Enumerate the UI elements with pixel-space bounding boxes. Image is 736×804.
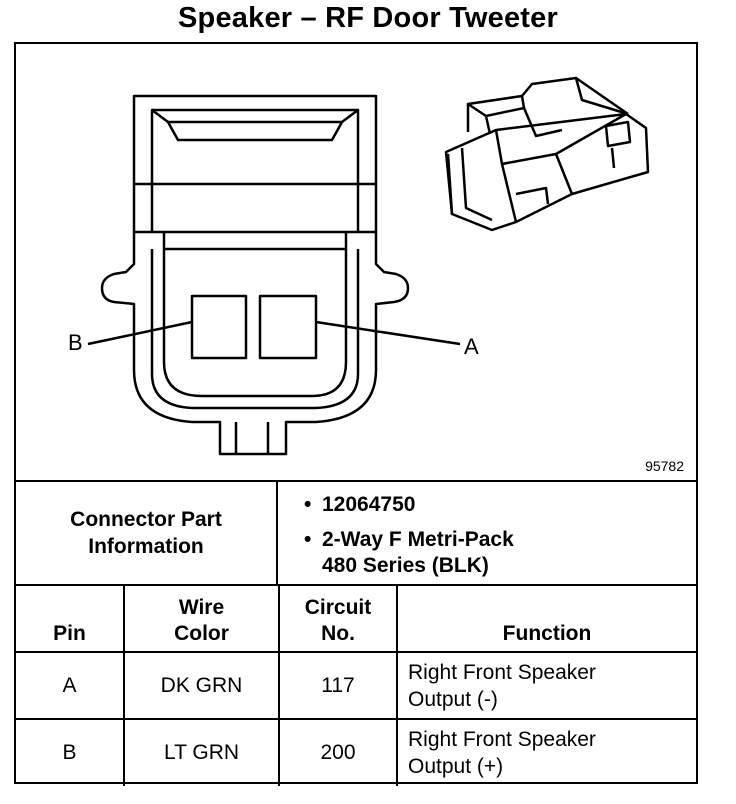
table-row: A DK GRN 117 Right Front Speaker Output … xyxy=(16,651,696,720)
connector-info-values: • 12064750 • 2-Way F Metri-Pack 480 Seri… xyxy=(278,482,696,584)
pin-callout-a: A xyxy=(464,334,479,359)
leader-line-a xyxy=(315,320,461,346)
connector-info-label: Connector Part Information xyxy=(16,482,278,584)
terminal-a xyxy=(258,294,318,360)
pin-callout-b: B xyxy=(68,330,83,355)
wire-color-cell: LT GRN xyxy=(123,718,280,786)
bullet-icon: • xyxy=(304,493,312,516)
header-pin: Pin xyxy=(16,586,125,653)
leader-line-b xyxy=(87,320,193,346)
connector-info-label-line2: Information xyxy=(88,535,204,558)
connector-face-drawing xyxy=(87,76,650,456)
connector-info-table: Connector Part Information • 12064750 • … xyxy=(16,480,696,584)
circuit-cell: 200 xyxy=(278,718,398,786)
header-circuit-no: Circuit No. xyxy=(278,586,398,653)
pin-table: Pin Wire Color Circuit No. Function A DK… xyxy=(16,584,696,786)
connector-type-line1: 2-Way F Metri-Pack xyxy=(322,528,514,551)
pin-cell: A xyxy=(16,651,125,720)
figure-number: 95782 xyxy=(645,458,684,474)
connector-diagram: B A 95782 xyxy=(16,44,696,480)
function-cell: Right Front Speaker Output (-) xyxy=(396,651,696,720)
connector-housing-outline xyxy=(100,94,410,456)
table-row: B LT GRN 200 Right Front Speaker Output … xyxy=(16,718,696,786)
connector-isometric-sketch xyxy=(444,76,650,232)
header-function: Function xyxy=(396,586,696,653)
header-wire-color: Wire Color xyxy=(123,586,280,653)
inner-cavity xyxy=(162,249,348,398)
wire-color-cell: DK GRN xyxy=(123,651,280,720)
connector-type: • 2-Way F Metri-Pack xyxy=(304,527,514,553)
pin-cell: B xyxy=(16,718,125,786)
pin-table-header: Pin Wire Color Circuit No. Function xyxy=(16,586,696,653)
part-number-text: 12064750 xyxy=(322,493,416,516)
connector-info-label-line1: Connector Part xyxy=(70,508,222,531)
circuit-cell: 117 xyxy=(278,651,398,720)
bullet-icon: • xyxy=(304,528,312,551)
connector-sheet: B A 95782 Connector Part Information • 1… xyxy=(14,42,698,786)
latch-inner xyxy=(166,120,344,142)
connector-series: 480 Series (BLK) xyxy=(322,553,489,579)
connector-part-number: • 12064750 xyxy=(304,492,416,518)
function-cell: Right Front Speaker Output (+) xyxy=(396,718,696,786)
page-title: Speaker – RF Door Tweeter xyxy=(178,2,558,34)
connector-type-line2: 480 Series (BLK) xyxy=(322,554,489,577)
terminal-b xyxy=(190,294,248,360)
